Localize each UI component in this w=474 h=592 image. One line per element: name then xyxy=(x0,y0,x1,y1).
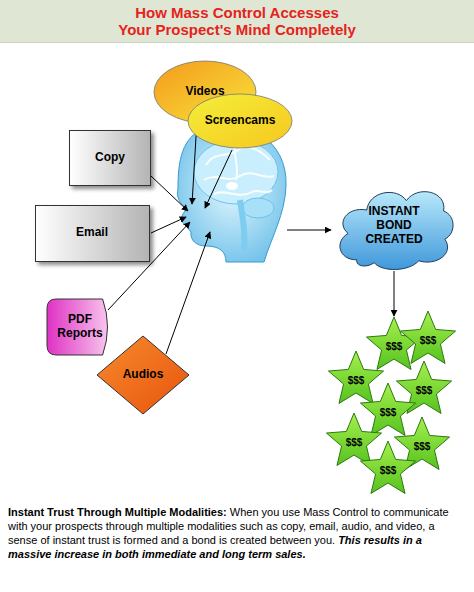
media-diamond: Audios xyxy=(96,335,190,415)
connector-arrow xyxy=(394,271,395,316)
money-star: $$$ xyxy=(325,348,387,408)
node-label: $$$ xyxy=(346,437,363,449)
highlight xyxy=(226,182,238,190)
money-star: $$$ xyxy=(357,380,419,440)
brain xyxy=(194,140,278,204)
node-label: $$$ xyxy=(416,385,433,397)
money-star: $$$ xyxy=(397,308,459,368)
node-label: Copy xyxy=(95,151,125,165)
node-label: PDF Reports xyxy=(54,313,106,341)
cloud-shape xyxy=(340,192,453,270)
media-box: Email xyxy=(35,205,150,262)
caption-text: Instant Trust Through Multiple Modalitie… xyxy=(8,506,227,518)
node-label: Audios xyxy=(123,368,164,382)
leader-arrow xyxy=(287,230,331,231)
node-label: INSTANT BOND CREATED xyxy=(355,205,433,246)
leader-arrow xyxy=(151,176,188,211)
media-shape: PDF Reports xyxy=(46,298,113,356)
star-shape xyxy=(328,351,383,403)
diagram-title: How Mass Control Accesses Your Prospect'… xyxy=(112,4,362,38)
node-label: $$$ xyxy=(414,441,431,453)
bond-cloud: INSTANT BOND CREATED xyxy=(332,179,456,273)
node-label: $$$ xyxy=(348,375,365,387)
diamond-shape xyxy=(97,336,189,414)
ellipse-shape xyxy=(188,94,292,148)
node-label: $$$ xyxy=(386,341,403,353)
caption-paragraph: Instant Trust Through Multiple Modalitie… xyxy=(8,505,466,561)
title-band: How Mass Control Accesses Your Prospect'… xyxy=(0,0,474,43)
node-label: Email xyxy=(76,226,108,240)
star-shape xyxy=(360,441,415,493)
star-shape xyxy=(360,383,415,435)
money-star: $$$ xyxy=(357,438,419,498)
node-label: $$$ xyxy=(420,335,437,347)
brain-stem xyxy=(240,200,245,250)
star-shape xyxy=(326,413,381,465)
pdf-shape xyxy=(47,299,108,355)
node-label: $$$ xyxy=(380,407,397,419)
leader-arrow xyxy=(205,150,232,208)
leader-arrow xyxy=(166,232,210,354)
media-ellipse: Screencams xyxy=(187,93,293,149)
node-label: Videos xyxy=(185,85,224,99)
star-shape xyxy=(400,311,455,363)
leader-arrow xyxy=(151,217,186,233)
node-label: Screencams xyxy=(205,114,276,128)
node-label: $$$ xyxy=(380,465,397,477)
media-box: Copy xyxy=(69,130,151,186)
cerebellum xyxy=(242,198,274,218)
